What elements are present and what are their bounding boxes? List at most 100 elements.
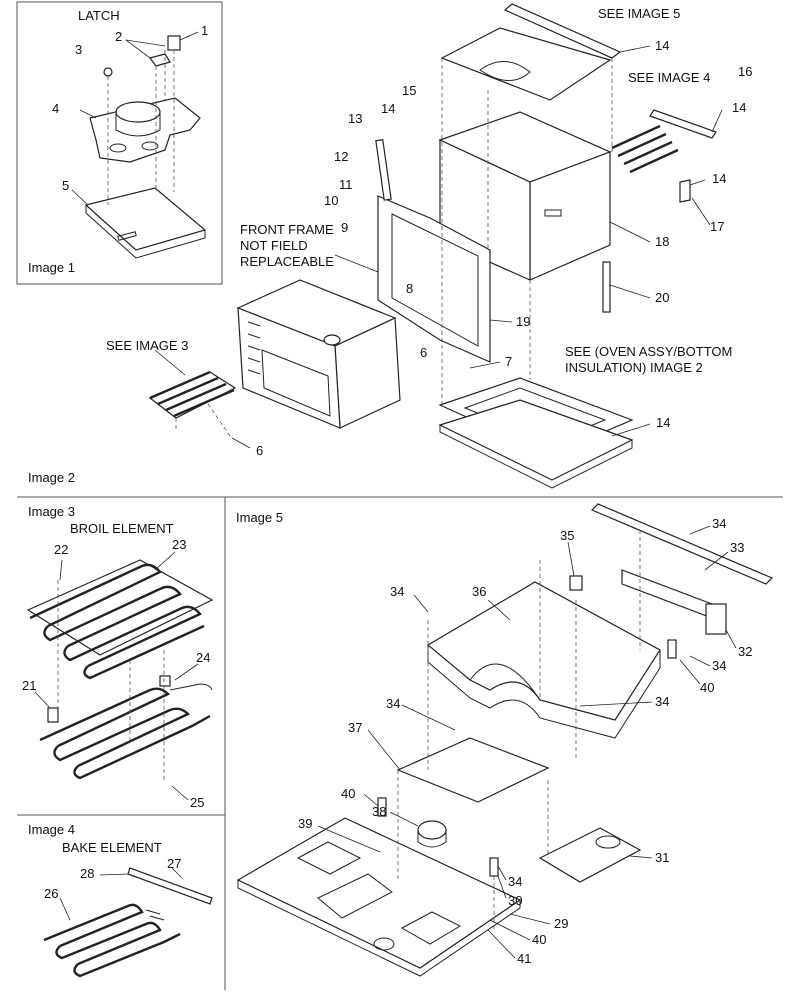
callout-6-a: 6	[420, 345, 427, 360]
leader-line	[679, 659, 701, 685]
image4-caption: Image 4	[28, 822, 75, 837]
callout-40-c: 40	[532, 932, 546, 947]
base-plate-edge	[237, 880, 521, 977]
callout-8: 8	[406, 281, 413, 296]
leader-line	[711, 109, 723, 133]
coil-line	[39, 687, 171, 748]
leader-line	[79, 109, 97, 119]
callout-7: 7	[505, 354, 512, 369]
leader-line	[59, 559, 63, 581]
leader-line	[389, 811, 419, 827]
bottom-insulation-edge	[439, 425, 633, 489]
callout-30: 30	[508, 893, 522, 908]
callout-22: 22	[54, 542, 68, 557]
leader-line	[317, 825, 381, 853]
bracket-17	[679, 179, 691, 203]
duct-36	[426, 581, 661, 721]
leader-line	[704, 551, 729, 571]
broil-clip-21	[47, 707, 59, 723]
leader-line	[689, 655, 711, 667]
note-front-frame-1: FRONT FRAME	[240, 222, 334, 237]
oven-box-slot	[544, 209, 562, 217]
callout-34-c: 34	[712, 658, 726, 673]
latch-bottom-bracket	[84, 187, 207, 251]
image3-broil-element: Image 3 BROIL ELEMENT 22	[22, 504, 214, 810]
note-see-oven-2: INSULATION) IMAGE 2	[565, 360, 703, 375]
base-cutout-3	[400, 911, 462, 945]
cavity-light	[323, 334, 341, 346]
leader-line	[71, 189, 89, 206]
image1-latch: LATCH Image 1 1 2 3 4 5	[28, 8, 208, 275]
leader-line	[363, 793, 379, 807]
top-cover-cutout	[479, 61, 531, 81]
image2-callouts: 14 16 14 15 14 13 12 14 11 10 9 17 18 8 …	[256, 38, 752, 458]
base-cutout-1	[296, 841, 362, 875]
leader-line	[611, 423, 651, 437]
coil-line	[73, 714, 211, 780]
latch-hole-1	[109, 143, 127, 153]
callout-14-c: 14	[381, 101, 395, 116]
thermostat-38-body	[417, 830, 447, 848]
callout-14-e: 14	[656, 415, 670, 430]
leader-line	[125, 39, 151, 59]
image1-title: LATCH	[78, 8, 120, 23]
note-see-image-4: SEE IMAGE 4	[628, 70, 710, 85]
callout-34-f: 34	[508, 874, 522, 889]
callout-14-d: 14	[712, 171, 726, 186]
leader-line	[489, 919, 531, 941]
image4-title: BAKE ELEMENT	[62, 840, 162, 855]
side-bracket-13	[375, 139, 392, 201]
broil-bracket-24	[159, 675, 171, 687]
latch-switch	[167, 35, 181, 51]
image3-callouts: 22 23 24 21 25	[22, 537, 210, 810]
callout-31: 31	[655, 850, 669, 865]
callout-18: 18	[655, 234, 669, 249]
insulation-37	[396, 737, 550, 803]
note-see-oven-1: SEE (OVEN ASSY/BOTTOM	[565, 344, 732, 359]
motor-32	[705, 603, 727, 635]
top-cover	[440, 27, 612, 101]
image1-caption: Image 1	[28, 260, 75, 275]
latch-motor	[115, 101, 161, 123]
base-cutout-2	[317, 873, 393, 919]
leader-line	[34, 691, 51, 709]
image3-caption: Image 3	[28, 504, 75, 519]
broil-reflector	[26, 559, 214, 656]
leader-line	[174, 663, 199, 681]
leader-line	[125, 39, 166, 47]
rail-33	[590, 503, 774, 585]
callout-21: 21	[22, 678, 36, 693]
plate-31	[538, 827, 642, 883]
callout-5: 5	[62, 178, 69, 193]
callout-39: 39	[298, 816, 312, 831]
callout-38: 38	[372, 804, 386, 819]
note-front-frame-3: REPLACEABLE	[240, 254, 334, 269]
leader-line	[609, 284, 651, 299]
coil-line	[29, 563, 162, 628]
coil-line	[83, 624, 205, 680]
callout-17: 17	[710, 219, 724, 234]
latch-bracket-small	[148, 53, 171, 67]
callout-20: 20	[655, 290, 669, 305]
duct-36-side	[427, 645, 661, 739]
panel-frames	[16, 1, 783, 990]
coil-line	[43, 585, 182, 648]
callout-26: 26	[44, 886, 58, 901]
callout-6-b: 6	[256, 443, 263, 458]
latch-screw	[103, 67, 113, 77]
leader-line	[689, 179, 706, 186]
note-see-image-3: SEE IMAGE 3	[106, 338, 188, 353]
broil-terminal-lead	[169, 683, 213, 691]
callout-23: 23	[172, 537, 186, 552]
front-frame	[377, 195, 491, 363]
callout-10: 10	[324, 193, 338, 208]
duct-36-cutout	[469, 663, 541, 701]
callout-19: 19	[516, 314, 530, 329]
callout-14-a: 14	[655, 38, 669, 53]
thermostat-38	[417, 820, 447, 840]
leader-line	[179, 31, 199, 41]
bracket-40-b	[667, 639, 677, 659]
leader-line	[497, 865, 507, 881]
callout-34-b: 34	[390, 584, 404, 599]
